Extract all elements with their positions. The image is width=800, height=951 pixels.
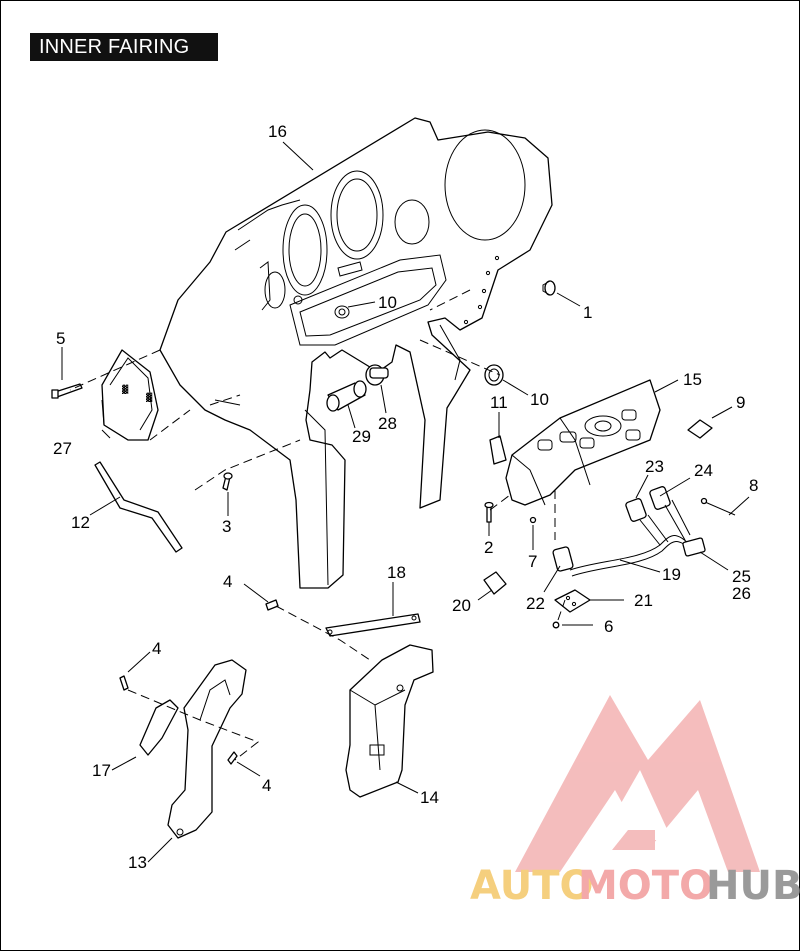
part-1-push-pin (542, 280, 556, 296)
part-23-switch (625, 498, 647, 522)
callout-4-left: 4 (152, 639, 161, 658)
watermark-part1: AUTO (470, 863, 594, 909)
assembly-lines (69, 289, 566, 761)
callout-25: 25 (732, 567, 751, 586)
part-6-screw (552, 621, 560, 629)
part-4-screw-right (227, 751, 238, 765)
callout-28: 28 (378, 414, 397, 433)
watermark-text: AUTO MOTO HUB (470, 863, 800, 909)
callout-21: 21 (634, 591, 653, 610)
callout-19: 19 (662, 565, 681, 584)
callout-4-top: 4 (223, 572, 232, 591)
part-28-bulb (365, 364, 389, 386)
part-9-cap (687, 419, 713, 439)
part-16-inner-fairing (159, 117, 553, 589)
part-11-clip (489, 435, 507, 465)
part-4-screw-top (265, 599, 279, 611)
watermark-logo (515, 695, 760, 872)
diagram-title: INNER FAIRING (30, 33, 218, 61)
callout-9: 9 (736, 393, 745, 412)
callout-4-right: 4 (262, 776, 271, 795)
part-14-mount-bracket (345, 644, 434, 798)
part-7-screw (529, 516, 537, 524)
part-5-screw (51, 383, 83, 399)
callout-5: 5 (56, 329, 65, 348)
callout-22: 22 (526, 594, 545, 613)
callout-23: 23 (645, 457, 664, 476)
part-4-screw-left (119, 675, 129, 691)
part-13-bracket (167, 659, 247, 839)
part-3-screw (222, 472, 233, 491)
watermark-part3: HUB (706, 863, 800, 909)
callout-13: 13 (128, 853, 147, 872)
part-8-pin (700, 497, 736, 516)
callout-12: 12 (71, 513, 90, 532)
part-17-bracket (139, 699, 179, 756)
callout-20: 20 (452, 596, 471, 615)
callout-labels: 16 1 10 10 5 27 12 3 29 28 11 15 9 8 2 7… (53, 122, 758, 872)
callout-17: 17 (92, 761, 111, 780)
callout-26: 26 (732, 584, 751, 603)
part-20-knob (483, 571, 507, 595)
callout-16: 16 (268, 122, 287, 141)
svg-text:▓: ▓ (122, 384, 128, 394)
watermark-part2: MOTO (578, 863, 713, 909)
part-27-speaker: ▓ ▓ (101, 349, 159, 441)
callout-11: 11 (490, 393, 508, 412)
callout-24: 24 (694, 461, 713, 480)
part-2-screw (484, 501, 494, 523)
part-21-bracket (554, 589, 591, 613)
callout-8: 8 (749, 476, 758, 495)
callout-15: 15 (683, 370, 702, 389)
part-10-grommet (484, 364, 504, 386)
callout-18: 18 (387, 563, 406, 582)
part-15-switch-bezel (505, 379, 661, 506)
callout-27: 27 (53, 439, 72, 458)
svg-text:▓: ▓ (146, 392, 152, 402)
leader-lines (61, 141, 750, 863)
callout-14: 14 (420, 788, 439, 807)
callout-1: 1 (583, 303, 592, 322)
part-12-seal-strip (94, 461, 183, 553)
callout-6: 6 (604, 617, 613, 636)
part-24-switch (649, 486, 671, 510)
callout-2: 2 (484, 538, 493, 557)
part-19-wire-harness (569, 499, 706, 577)
callout-10-right: 10 (530, 390, 549, 409)
callout-7: 7 (528, 552, 537, 571)
part-29-socket (326, 380, 367, 412)
part-18-strap (325, 613, 421, 637)
part-22-switch-housing (552, 546, 574, 572)
callout-3: 3 (222, 517, 231, 536)
callout-10-top: 10 (378, 293, 397, 312)
callout-29: 29 (352, 427, 371, 446)
